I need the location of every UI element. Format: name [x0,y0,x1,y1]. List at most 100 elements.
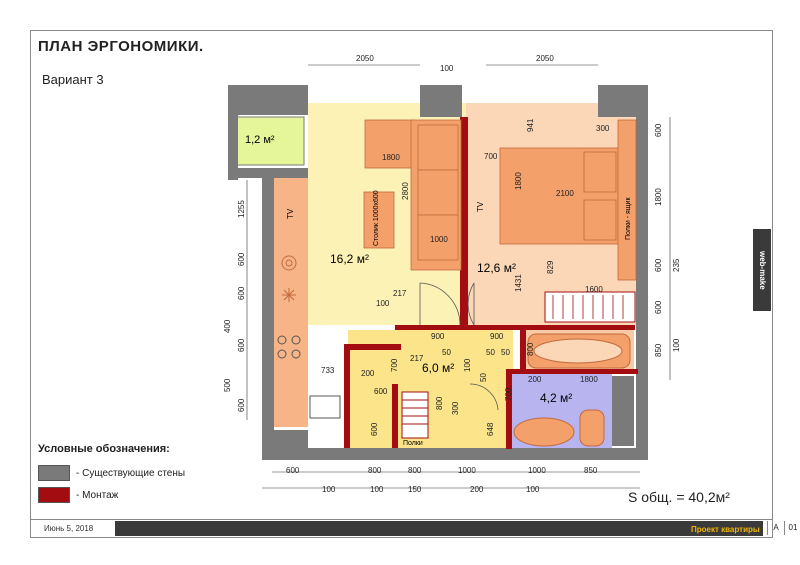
dim-top-0: 2050 [356,54,374,63]
shelves-label: Полки [403,440,423,447]
legend-label-mount: - Монтаж [76,489,119,501]
burner-icon [281,255,297,271]
dim-i-20: 700 [390,358,399,372]
legend-item-mount: - Монтаж [38,487,118,503]
stove-icon [277,335,301,359]
fan-icon [282,288,296,302]
footer-date: Июнь 5, 2018 [44,524,94,533]
dim-b2-0: 100 [322,485,336,494]
dim-i-0: 941 [526,118,535,132]
dim-i-26: 200 [528,375,542,384]
dim-r-4: 600 [654,300,663,314]
bathtub-inner [533,338,623,364]
dim-i-12: 100 [376,299,390,308]
total-area: S общ. = 40,2м² [628,489,730,505]
fridge [272,430,308,448]
dim-i-19: 800 [526,342,535,356]
dim-i-18: 217 [410,354,424,363]
dim-r-3: 235 [672,258,681,272]
side-tab: web-make [753,229,771,311]
dim-top-1: 100 [440,64,454,73]
sink [513,417,575,447]
dim-b2-2: 150 [408,485,422,494]
living-area: 16,2 м² [330,252,369,266]
dim-l-1: 600 [237,252,246,266]
dim-b1-3: 1000 [458,466,476,475]
dim-b2-4: 100 [526,485,540,494]
kitchen-counter [272,177,308,427]
dim-i-29: 300 [451,401,460,415]
dim-i-30: 648 [486,422,495,436]
legend-item-existing: - Существующие стены [38,465,185,481]
bedroom-area: 12,6 м² [477,261,516,275]
dim-r-0: 600 [654,123,663,137]
dim-i-7: 1000 [430,235,448,244]
dim-i-3: 700 [484,152,498,161]
dim-i-27: 1800 [580,375,598,384]
dim-i-8: 829 [546,260,555,274]
footer-sheet: A [767,521,784,535]
dim-b2-3: 200 [470,485,484,494]
dim-r-5: 850 [654,343,663,357]
washing-machine [612,376,634,446]
legend-swatch-red [38,487,70,503]
hall-area: 6,0 м² [422,361,454,375]
balcony-area: 1,2 м² [245,134,275,146]
dim-i-15: 50 [442,348,451,357]
dim-i-13: 900 [431,332,445,341]
dim-r-6: 100 [672,338,681,352]
dim-i-11: 217 [393,289,407,298]
existing-walls [228,85,648,460]
bed [499,147,619,245]
footer-bar: Проект квартиры [115,521,763,536]
dim-i-6: 2100 [556,189,574,198]
dim-b1-1: 800 [368,466,382,475]
dim-i-16: 50 [486,348,495,357]
tv-label-living: TV [286,208,295,219]
variant-label: Вариант 3 [42,72,104,87]
dim-l-0: 1255 [237,200,246,218]
dim-i-22: 600 [374,387,388,396]
footer-page: 01 [784,521,800,535]
legend-label-existing: - Существующие стены [76,467,186,479]
dim-i-28: 800 [435,396,444,410]
table-label: Столик 1000х600 [373,190,380,246]
legend-swatch-grey [38,465,70,481]
dim-i-14: 900 [490,332,504,341]
dim-l-6: 600 [237,398,246,412]
dim-i-1: 300 [596,124,610,133]
dim-b1-0: 600 [286,466,300,475]
dim-i-17: 50 [501,348,510,357]
dim-top-2: 2050 [536,54,554,63]
doors [419,282,499,411]
dim-l-5: 500 [223,378,232,392]
bath-area: 4,2 м² [540,391,572,405]
sofa [364,119,462,271]
coffee-table [363,191,395,249]
footer-project: Проект квартиры [691,525,760,534]
dim-b1-5: 850 [584,466,598,475]
wardrobe-label: Полки - ящик [625,196,632,240]
dim-i-32: 700 [504,387,513,401]
dim-l-2: 600 [237,286,246,300]
dim-i-24: 100 [463,358,472,372]
wardrobe [617,119,637,281]
dim-r-1: 1800 [654,188,663,206]
dresser [544,291,636,323]
dim-b2-1: 100 [370,485,384,494]
shoe-rack [401,391,429,439]
page-title: ПЛАН ЭРГОНОМИКИ. [38,38,204,55]
mount-walls [344,117,638,449]
tv-label-bedroom: TV [476,201,485,212]
dim-l-3: 400 [223,319,232,333]
dim-i-21: 200 [361,369,375,378]
dim-i-31: 600 [370,422,379,436]
dim-r-2: 600 [654,258,663,272]
dim-i-2: 1800 [382,153,400,162]
dresser-stripes [552,295,624,319]
dim-i-9: 1431 [514,274,523,292]
toilet [579,409,605,447]
footer: Июнь 5, 2018 Проект квартиры A 01 [30,519,797,537]
dim-i-4: 1800 [514,172,523,190]
